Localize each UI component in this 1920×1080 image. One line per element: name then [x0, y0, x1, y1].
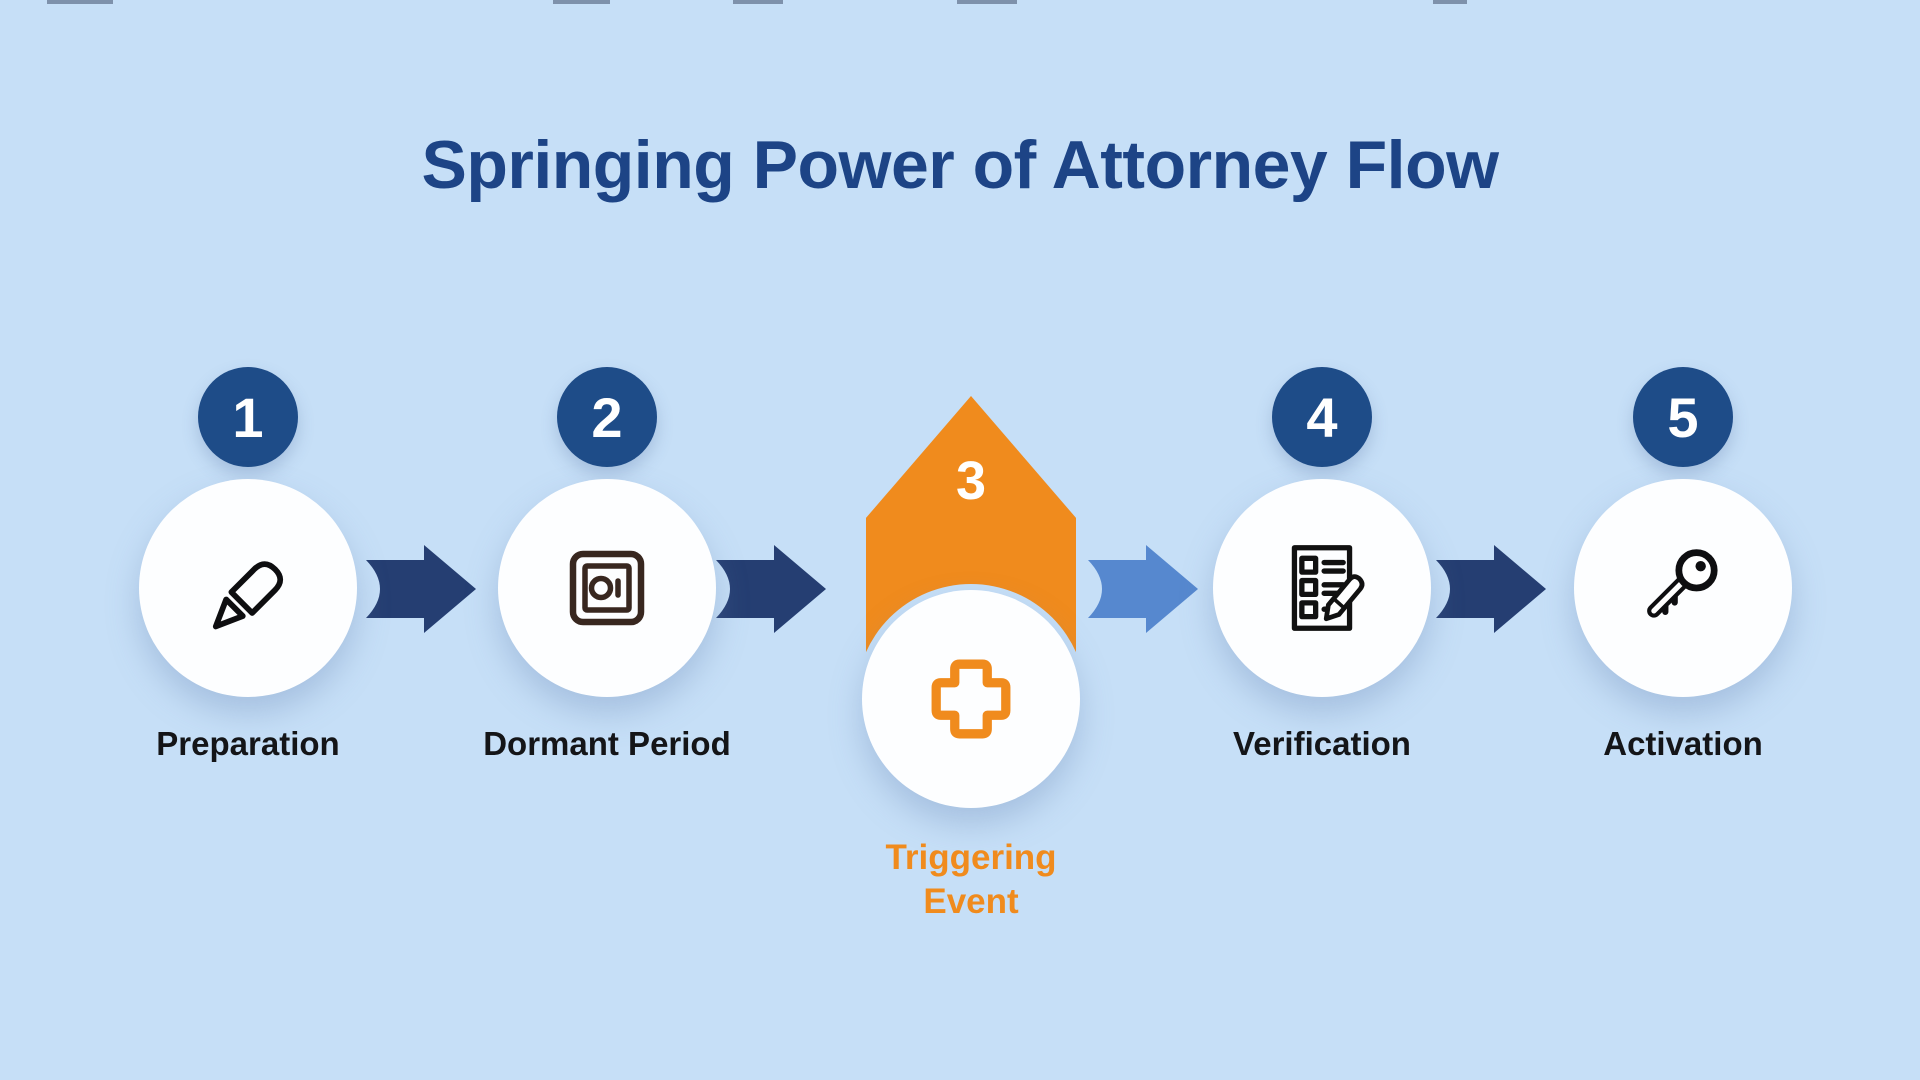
step-number: 5	[1667, 385, 1699, 449]
top-edge-artifact	[553, 0, 610, 4]
step-label-line1: Triggering	[885, 838, 1057, 877]
arrow-shape	[716, 545, 826, 633]
step-label: Dormant Period	[483, 725, 731, 762]
step-activation: 5 Activation	[1558, 367, 1808, 763]
medical-cross-icon	[931, 659, 1011, 739]
step-icon-circle	[862, 590, 1080, 808]
flow-arrow-3-4	[1088, 545, 1198, 633]
arrow-shape	[1088, 545, 1198, 633]
step-number-badge: 4	[1272, 367, 1372, 467]
step-icon-circle	[1213, 479, 1431, 697]
top-edge-artifact	[47, 0, 113, 4]
arrow-shape	[366, 545, 476, 633]
step-icon-circle	[498, 479, 716, 697]
top-edge-artifact	[733, 0, 783, 4]
step-verification: 4 Verification	[1197, 367, 1447, 763]
top-edge-artifact	[957, 0, 1017, 4]
step-label: Triggering Event	[846, 836, 1096, 924]
step-label: Activation	[1603, 725, 1763, 762]
step-number-badge: 5	[1633, 367, 1733, 467]
step-number: 1	[232, 385, 264, 449]
step-number-badge: 2	[557, 367, 657, 467]
arrow-shape	[1436, 545, 1546, 633]
flow-arrow-1-2	[366, 545, 476, 633]
flow-arrow-2-3	[716, 545, 826, 633]
key-icon	[1647, 549, 1718, 618]
page-title: Springing Power of Attorney Flow	[421, 127, 1499, 203]
step-number-badge: 1	[198, 367, 298, 467]
flow-arrow-4-5	[1436, 545, 1546, 633]
safe-icon	[569, 550, 645, 626]
step-label: Verification	[1233, 725, 1411, 762]
step-triggering-event: 3 Triggering Event	[846, 396, 1096, 956]
step-label-line2: Event	[923, 882, 1019, 922]
checklist-icon	[1291, 545, 1365, 631]
step-number: 2	[591, 385, 623, 449]
step-number: 3	[955, 451, 987, 511]
step-dormant-period: 2 Dormant Period	[482, 367, 732, 763]
step-icon-circle	[1574, 479, 1792, 697]
step-preparation: 1 Preparation	[123, 367, 373, 763]
step-number: 4	[1306, 385, 1338, 449]
pencil-icon	[212, 561, 284, 630]
step-icon-circle	[139, 479, 357, 697]
step-label: Preparation	[156, 725, 340, 762]
top-edge-artifact	[1433, 0, 1467, 4]
